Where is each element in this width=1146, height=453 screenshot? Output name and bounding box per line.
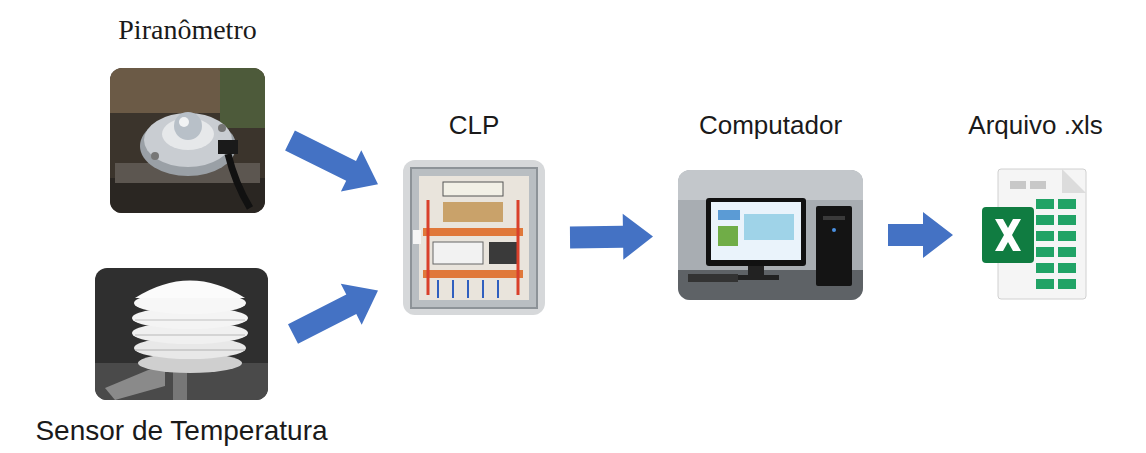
computer-photo	[678, 170, 863, 300]
image-node: Piranômetro	[110, 68, 265, 213]
block-arrow	[285, 131, 378, 192]
node-label: Piranômetro	[118, 15, 256, 46]
block-arrow	[888, 212, 953, 258]
image-node: Computador	[678, 170, 863, 300]
node-label: Arquivo .xls	[968, 111, 1102, 140]
excel-file-icon	[978, 165, 1093, 305]
block-arrow	[570, 214, 653, 260]
node-label: CLP	[449, 111, 500, 140]
image-node: Arquivo .xls	[978, 165, 1093, 305]
image-node: Sensor de Temperatura	[95, 268, 268, 400]
node-label: Sensor de Temperatura	[35, 416, 327, 447]
block-arrow	[288, 284, 378, 344]
pyranometer-photo	[110, 68, 265, 213]
image-node: CLP	[403, 160, 545, 315]
temperature-sensor-photo	[95, 268, 268, 400]
node-label: Computador	[699, 111, 842, 140]
plc-cabinet-photo	[403, 160, 545, 315]
